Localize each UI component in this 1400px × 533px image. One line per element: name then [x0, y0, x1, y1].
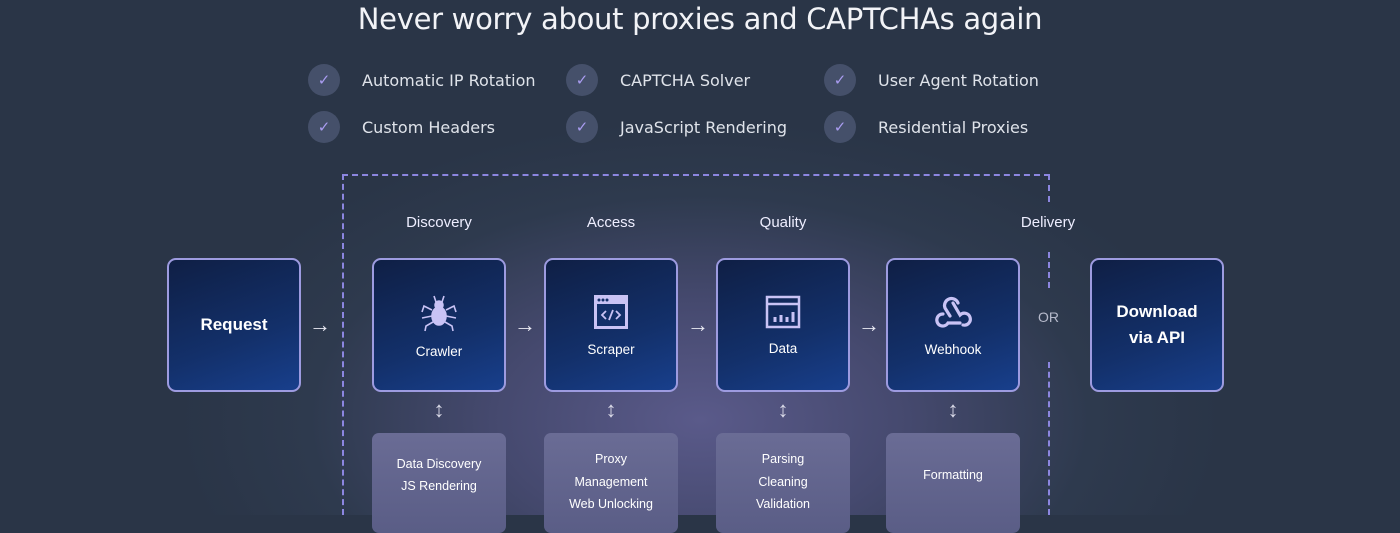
bidirectional-arrow-icon: ↕	[777, 397, 789, 422]
arrow-right-icon: →	[858, 312, 880, 337]
check-icon: ✓	[566, 64, 598, 96]
feature-label: CAPTCHA Solver	[620, 70, 751, 90]
check-icon: ✓	[566, 111, 598, 143]
step-label: Scraper	[587, 341, 635, 357]
delivery-divider	[1048, 362, 1050, 515]
pipeline-boundary	[342, 174, 1050, 176]
feature-item: ✓ JavaScript Rendering	[566, 111, 787, 143]
feature-item: ✓ Custom Headers	[308, 111, 495, 143]
detail-item: Web Unlocking	[569, 497, 653, 511]
bidirectional-arrow-icon: ↕	[605, 397, 617, 422]
detail-item: Parsing	[761, 452, 805, 466]
detail-item: Formatting	[923, 467, 983, 482]
or-label: OR	[1038, 309, 1059, 325]
check-icon: ✓	[824, 64, 856, 96]
detail-item: Data Discovery	[396, 456, 482, 471]
webhook-icon	[935, 296, 972, 328]
crawler-card: Crawler	[372, 258, 506, 392]
download-label: Download	[1116, 302, 1198, 321]
download-label: via API	[1128, 328, 1186, 347]
bidirectional-arrow-icon: ↕	[947, 397, 959, 422]
stage-access: Access	[586, 214, 636, 231]
feature-item: ✓ Automatic IP Rotation	[308, 64, 536, 96]
webhook-card: Webhook	[886, 258, 1020, 392]
arrow-right-icon: →	[687, 312, 709, 337]
feature-label: JavaScript Rendering	[620, 117, 787, 137]
step-label: Data	[768, 340, 798, 356]
detail-item: JS Rendering	[401, 479, 477, 493]
spider-icon	[421, 295, 457, 331]
detail-item: Validation	[756, 497, 810, 511]
stage-quality: Quality	[759, 214, 807, 231]
request-card: Request	[167, 258, 301, 392]
check-icon: ✓	[308, 111, 340, 143]
delivery-divider	[1048, 252, 1050, 288]
stage-delivery: Delivery	[1020, 214, 1076, 231]
detail-item: Proxy	[595, 452, 627, 466]
bar-chart-window-icon	[765, 295, 801, 328]
pipeline-boundary-left	[342, 174, 344, 515]
check-icon: ✓	[308, 64, 340, 96]
arrow-right-icon: →	[309, 312, 331, 337]
feature-label: Residential Proxies	[878, 117, 1029, 137]
scraper-card: Scraper	[544, 258, 678, 392]
code-window-icon	[594, 294, 628, 329]
feature-item: ✓ CAPTCHA Solver	[566, 64, 750, 96]
feature-item: ✓ Residential Proxies	[824, 111, 1028, 143]
detail-item: Cleaning	[758, 474, 808, 489]
data-card: Data	[716, 258, 850, 392]
download-api-card: Download via API	[1090, 258, 1224, 392]
feature-label: Custom Headers	[362, 117, 495, 137]
step-label: Webhook	[924, 341, 982, 357]
feature-label: Automatic IP Rotation	[362, 70, 536, 90]
stage-discovery: Discovery	[406, 214, 472, 231]
check-icon: ✓	[824, 111, 856, 143]
bidirectional-arrow-icon: ↕	[433, 397, 445, 422]
arrow-right-icon: →	[514, 312, 536, 337]
feature-label: User Agent Rotation	[878, 70, 1039, 90]
request-label: Request	[200, 315, 268, 334]
detail-item: Management	[574, 474, 648, 489]
delivery-divider	[1048, 174, 1050, 202]
webhook-details: Formatting	[886, 433, 1020, 533]
page-title: Never worry about proxies and CAPTCHAs a…	[357, 2, 1043, 36]
step-label: Crawler	[415, 343, 463, 359]
crawler-details: Data Discovery JS Rendering	[372, 433, 506, 533]
feature-item: ✓ User Agent Rotation	[824, 64, 1039, 96]
